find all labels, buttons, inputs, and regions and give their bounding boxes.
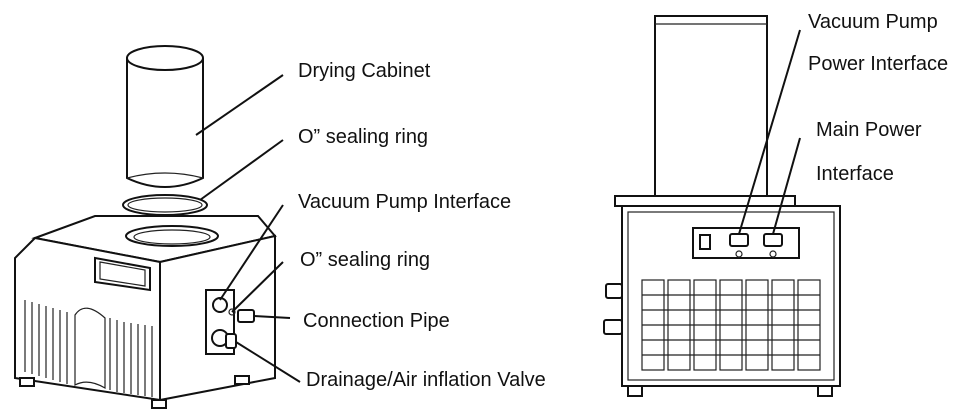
leader-vacuum-pump-interface xyxy=(219,204,284,301)
label-main-power: Main Power xyxy=(816,119,922,141)
main-power-socket-icon xyxy=(763,233,783,247)
left-machine-illustration: Drying Cabinet O” sealing ring Vacuum Pu… xyxy=(14,45,546,409)
leader-vacuum-pump-power xyxy=(738,29,801,235)
label-connection-pipe: Connection Pipe xyxy=(303,310,450,332)
leader-connection-pipe xyxy=(253,315,291,319)
leader-drying-cabinet xyxy=(195,74,284,136)
back-top-plate xyxy=(614,195,796,207)
leader-main-power xyxy=(772,137,801,235)
right-leader-lines xyxy=(738,29,801,235)
back-vent-grille xyxy=(641,279,821,371)
leader-sealing-ring-bottom xyxy=(231,261,284,313)
label-power-interface: Power Interface xyxy=(808,53,948,75)
label-vacuum-pump: Vacuum Pump xyxy=(808,11,938,33)
main-switch-icon xyxy=(699,234,711,250)
drying-cabinet-cylinder xyxy=(126,45,204,188)
leader-sealing-ring-top xyxy=(199,139,284,201)
label-drying-cabinet: Drying Cabinet xyxy=(298,60,431,82)
label-sealing-ring-top: O” sealing ring xyxy=(298,126,428,148)
vacuum-pump-power-socket-icon xyxy=(729,233,749,247)
label-interface: Interface xyxy=(816,163,894,185)
right-machine-back-illustration: Vacuum Pump Power Interface Main Power I… xyxy=(603,11,948,397)
back-drying-cabinet xyxy=(654,15,768,197)
label-sealing-ring-bottom: O” sealing ring xyxy=(300,249,430,271)
label-vacuum-pump-interface: Vacuum Pump Interface xyxy=(298,191,511,213)
machine-body xyxy=(14,215,277,409)
sealing-ring-top xyxy=(122,194,208,216)
label-drainage-valve: Drainage/Air inflation Valve xyxy=(306,369,546,391)
left-leader-lines xyxy=(195,74,301,383)
leader-drainage-valve xyxy=(235,341,301,383)
